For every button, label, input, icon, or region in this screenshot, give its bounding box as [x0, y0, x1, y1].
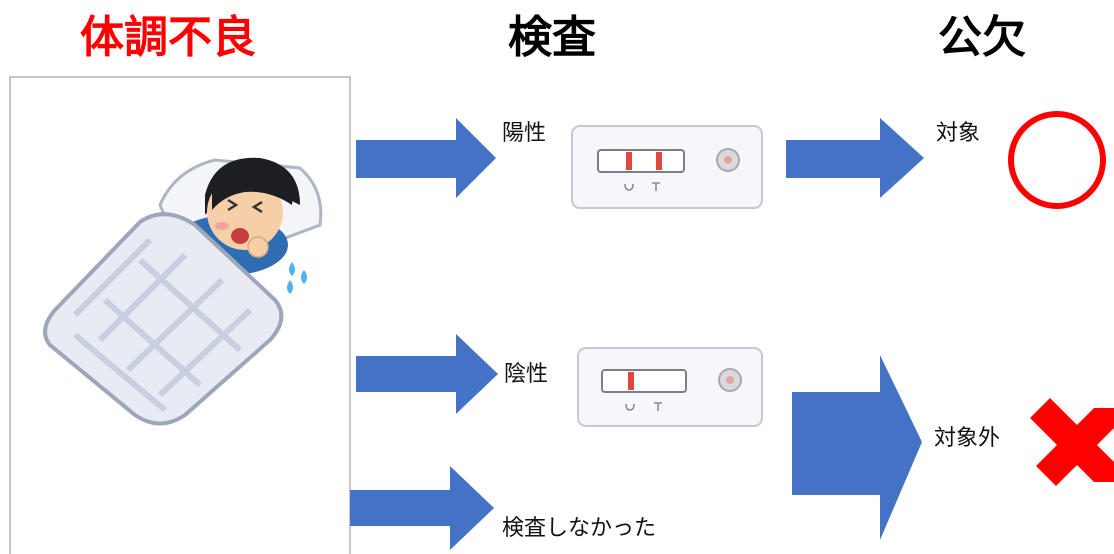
heading-test: 検査 [508, 12, 596, 63]
label-not-tested: 検査しなかった [502, 516, 657, 541]
sick-person-icon [43, 157, 323, 426]
label-positive: 陽性 [502, 121, 547, 146]
red-circle-icon [1008, 111, 1106, 209]
red-cross-icon [1030, 398, 1114, 486]
arrow-to-negative [356, 334, 498, 414]
heading-sick: 体調不良 [80, 12, 256, 63]
positive-test-kit-icon [571, 125, 763, 209]
arrow-to-not-tested [350, 466, 494, 550]
arrow-to-positive [356, 118, 496, 198]
heading-absence: 公欠 [938, 12, 1026, 63]
label-negative: 陰性 [504, 362, 549, 387]
arrow-to-eligible [786, 118, 924, 198]
negative-test-kit-icon [577, 347, 763, 427]
arrow-to-not-eligible [792, 355, 922, 540]
label-not-eligible: 対象外 [934, 426, 1001, 451]
label-eligible: 対象 [936, 121, 981, 146]
